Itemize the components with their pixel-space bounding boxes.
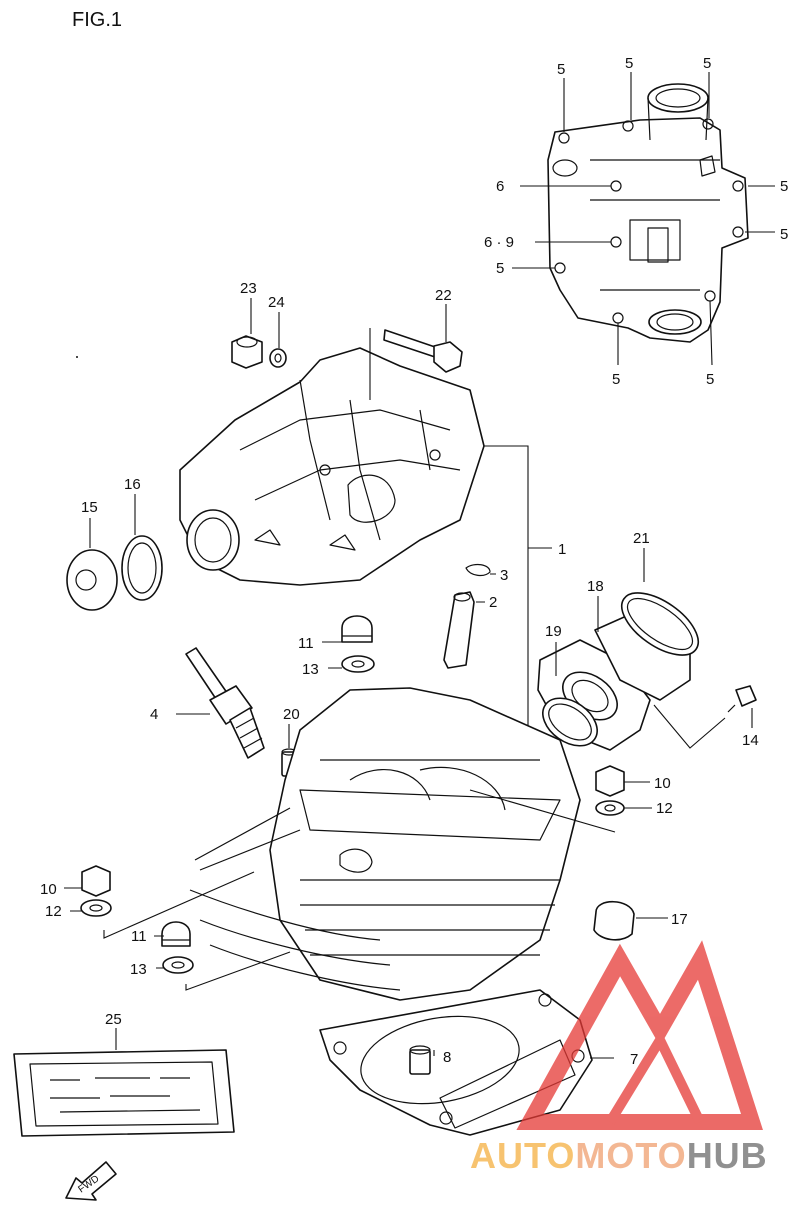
watermark-brand-moto: MOTO	[575, 1135, 686, 1176]
callout-10: 10	[40, 881, 57, 898]
cover-leader-lines	[512, 72, 775, 366]
callout-19: 19	[545, 623, 562, 640]
cylinder-head-cover	[547, 83, 749, 343]
cylinder-head-lower	[189, 687, 581, 1001]
callout-5: 5	[612, 371, 620, 388]
watermark-logo: AUTOMOTOHUB	[470, 940, 768, 1176]
decal-25	[13, 1028, 235, 1137]
callout-5: 5	[706, 371, 714, 388]
leader-1	[369, 328, 529, 735]
callout-11: 11	[298, 635, 314, 652]
callout-21: 21	[633, 530, 650, 547]
callout-20: 14	[742, 732, 759, 749]
cap-17	[593, 901, 668, 941]
callout-2: 2	[489, 594, 497, 611]
clip-3-guide-2	[443, 563, 496, 669]
callout-13: 13	[302, 661, 319, 678]
svg-text:AUTOMOTOHUB: AUTOMOTOHUB	[470, 1135, 768, 1176]
plug-15-oring-16	[66, 494, 163, 611]
callout-7: 7	[630, 1051, 638, 1068]
callout-8: 8	[443, 1049, 451, 1066]
callout-15: 15	[81, 499, 98, 516]
watermark-triangle-mark	[516, 940, 763, 1130]
callout-18: 18	[587, 578, 604, 595]
watermark-brand-auto: AUTO	[470, 1135, 575, 1176]
nut-11-washer-13-lower	[154, 921, 291, 991]
callout-12: 12	[656, 800, 673, 817]
callout-5: 5	[557, 61, 565, 78]
callout-10: 10	[654, 775, 671, 792]
stray-dot	[76, 356, 78, 358]
callout-16: 16	[124, 476, 141, 493]
figure-title: FIG.1	[72, 9, 122, 31]
intake-pipe-assembly	[537, 548, 757, 751]
callout-5: 5	[703, 55, 711, 72]
callout-6: 6	[496, 178, 504, 195]
callout-12: 12	[45, 903, 62, 920]
callout-25: 25	[105, 1011, 122, 1028]
nut-23-washer-24-bolt-22	[231, 298, 463, 373]
callout-11: 11	[131, 928, 147, 945]
nut-10-washer-12-left	[64, 865, 255, 939]
callout-24: 24	[268, 294, 285, 311]
callout-23: 23	[240, 280, 257, 297]
callout-22: 22	[435, 287, 452, 304]
callout-5: 5	[780, 226, 788, 243]
nut-10-washer-12-right	[469, 765, 652, 833]
callout-5: 5	[780, 178, 788, 195]
callout-3: 3	[500, 567, 508, 584]
callout-5: 5	[625, 55, 633, 72]
callout-13: 13	[130, 961, 147, 978]
callout-17: 17	[671, 911, 688, 928]
cylinder-head-casting	[179, 347, 485, 586]
callout-1: 1	[558, 541, 566, 558]
callout-4: 20	[283, 706, 300, 723]
nut-11-washer-13-upper	[322, 615, 375, 673]
callout-14: 4	[150, 706, 158, 723]
spark-plug-14	[176, 647, 265, 759]
callout-5: 5	[496, 260, 504, 277]
fwd-direction-arrow: FWD	[65, 1161, 117, 1201]
watermark-brand-hub: HUB	[687, 1135, 768, 1176]
callout-6-9: 6 · 9	[484, 234, 514, 251]
